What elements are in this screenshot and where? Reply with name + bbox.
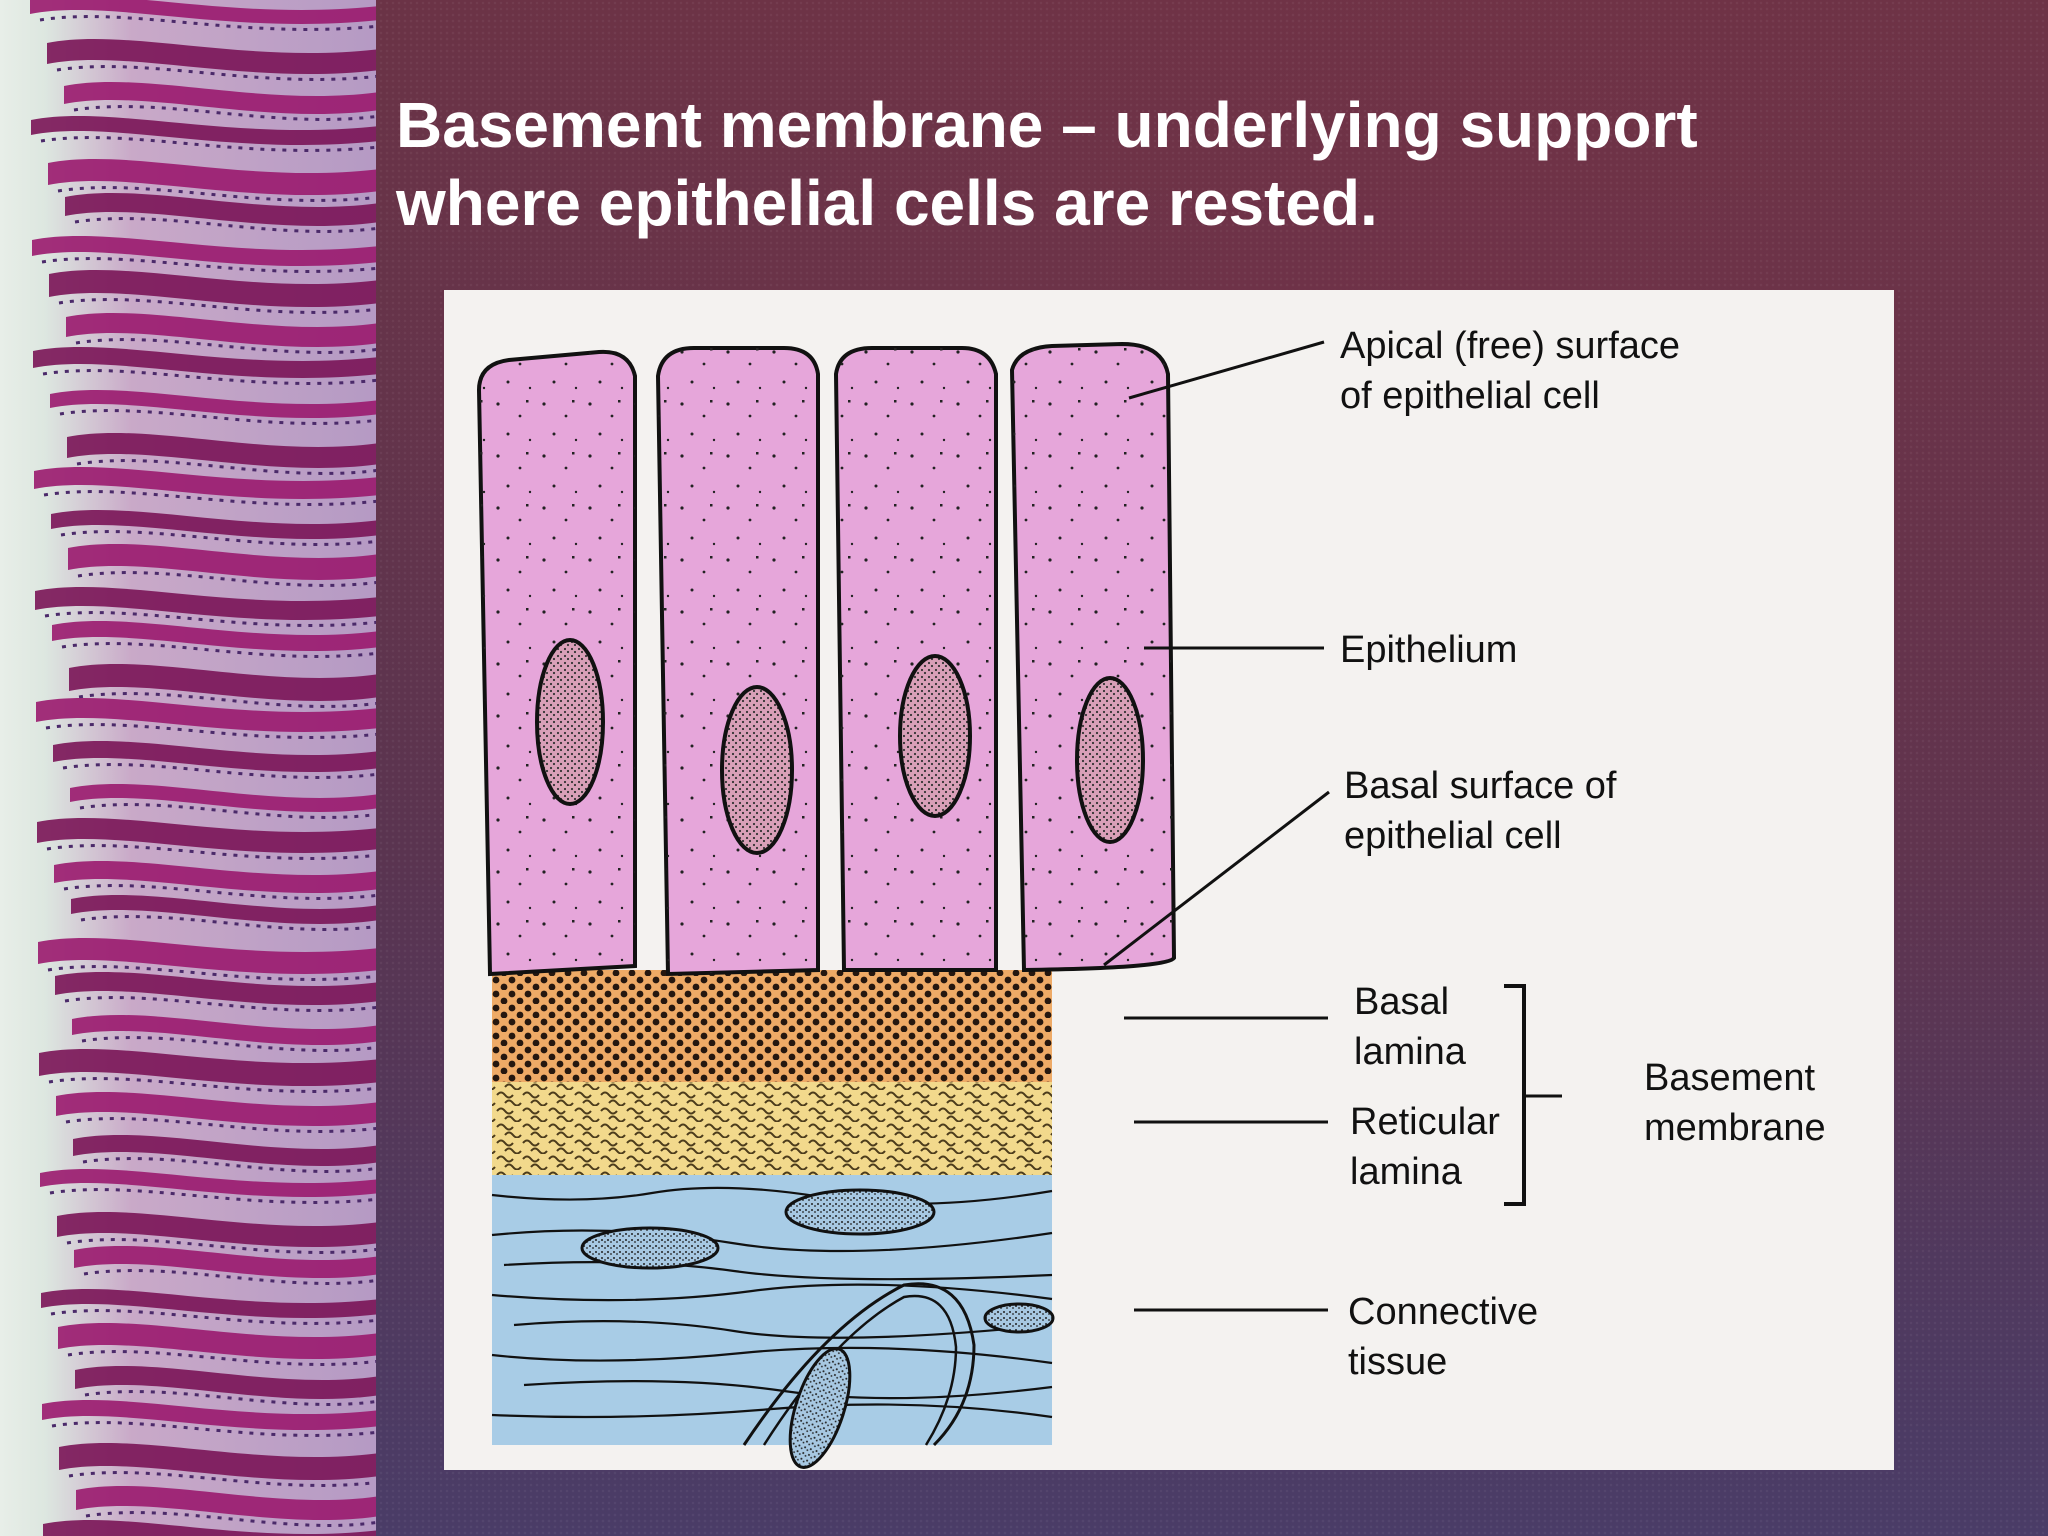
connective-tissue-layer bbox=[491, 1175, 1055, 1469]
label-basal-lamina-line2: lamina bbox=[1354, 1031, 1467, 1073]
epithelial-cell bbox=[476, 349, 637, 977]
label-reticular-lamina-line1: Reticular bbox=[1350, 1101, 1500, 1143]
label-basal-surface-line2: epithelial cell bbox=[1344, 815, 1562, 857]
slide-title: Basement membrane – underlying support w… bbox=[396, 86, 1956, 242]
label-connective-line1: Connective bbox=[1348, 1291, 1538, 1333]
nucleus bbox=[1075, 676, 1145, 844]
label-connective-line2: tissue bbox=[1348, 1341, 1447, 1383]
nucleus bbox=[535, 638, 605, 806]
label-reticular-lamina-line2: lamina bbox=[1350, 1151, 1463, 1193]
histology-micrograph bbox=[0, 0, 376, 1536]
basal-lamina-dots bbox=[492, 970, 1052, 1082]
nucleus bbox=[720, 685, 794, 855]
label-epithelium: Epithelium bbox=[1340, 629, 1517, 671]
epithelial-cell bbox=[655, 346, 820, 977]
epithelium-cells bbox=[476, 341, 1177, 977]
leader-lines bbox=[1103, 340, 1562, 1312]
label-basement-membrane-line1: Basement bbox=[1644, 1057, 1816, 1099]
reticular-lamina-fibers bbox=[492, 1082, 1052, 1175]
nucleus bbox=[898, 654, 972, 818]
label-basement-membrane-line2: membrane bbox=[1644, 1107, 1826, 1149]
label-basal-lamina-line1: Basal bbox=[1354, 981, 1449, 1023]
title-line-2: where epithelial cells are rested. bbox=[396, 167, 1378, 239]
label-apical-line2: of epithelial cell bbox=[1340, 375, 1600, 417]
epithelial-cell bbox=[833, 346, 998, 972]
diagram-panel: Apical (free) surface of epithelial cell… bbox=[444, 290, 1894, 1470]
title-line-1: Basement membrane – underlying support bbox=[396, 89, 1698, 161]
diagram-labels: Apical (free) surface of epithelial cell… bbox=[1340, 325, 1826, 1383]
epithelial-cell bbox=[1009, 341, 1177, 973]
label-apical-line1: Apical (free) surface bbox=[1340, 325, 1680, 367]
label-basal-surface-line1: Basal surface of bbox=[1344, 765, 1617, 807]
